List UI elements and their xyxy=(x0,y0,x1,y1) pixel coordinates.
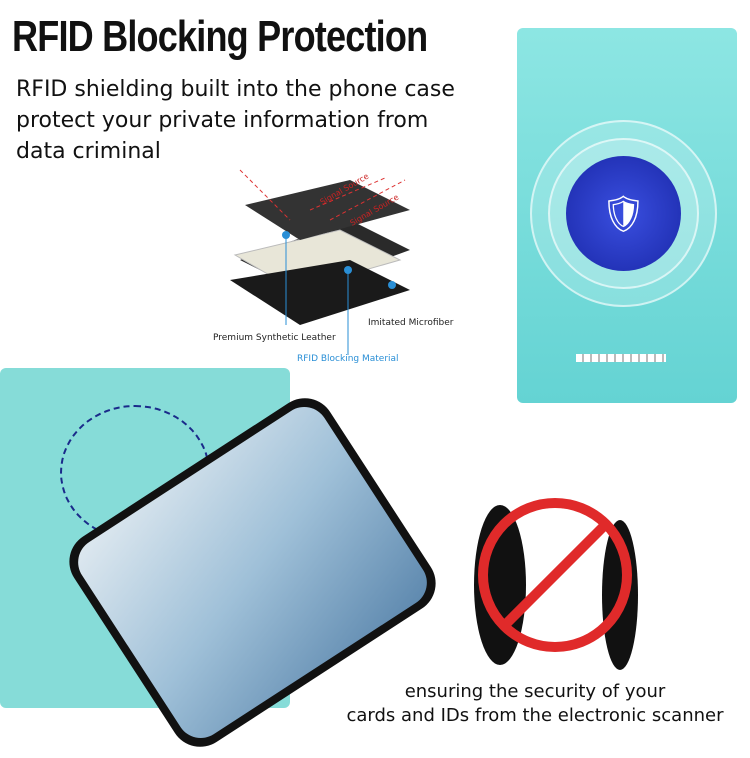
rhinestone-strip xyxy=(576,354,666,362)
caption: ensuring the security of your cards and … xyxy=(330,680,740,728)
pointer-dot xyxy=(388,281,396,289)
signal-arrow xyxy=(239,169,291,221)
prohibit-slash xyxy=(501,521,609,629)
pointer-dot xyxy=(282,231,290,239)
layer-diagram: Signal Source Signal Source xyxy=(230,169,410,355)
caption-line: ensuring the security of your xyxy=(404,681,666,702)
subtitle-line: RFID shielding built into the phone case xyxy=(16,77,455,102)
leather-label: Premium Synthetic Leather xyxy=(213,333,336,343)
signal-arrow xyxy=(329,179,406,221)
top-layer xyxy=(245,180,410,240)
caption-line: cards and IDs from the electronic scanne… xyxy=(346,705,724,726)
page-title: RFID Blocking Protection xyxy=(12,12,428,61)
prohibit-circle xyxy=(478,498,632,652)
subtitle-line: protect your private information from xyxy=(16,108,429,133)
microfiber-layer xyxy=(230,260,410,325)
microfiber-label: Imitated Microfiber xyxy=(368,318,454,328)
pointer-dot xyxy=(344,266,352,274)
subtitle-line: data criminal xyxy=(16,139,161,164)
rfid-label: RFID Blocking Material xyxy=(297,354,399,364)
shield-lock-icon: 🛡 xyxy=(566,156,681,271)
subtitle: RFID shielding built into the phone case… xyxy=(16,74,455,167)
scanner-prohibition xyxy=(474,498,638,670)
